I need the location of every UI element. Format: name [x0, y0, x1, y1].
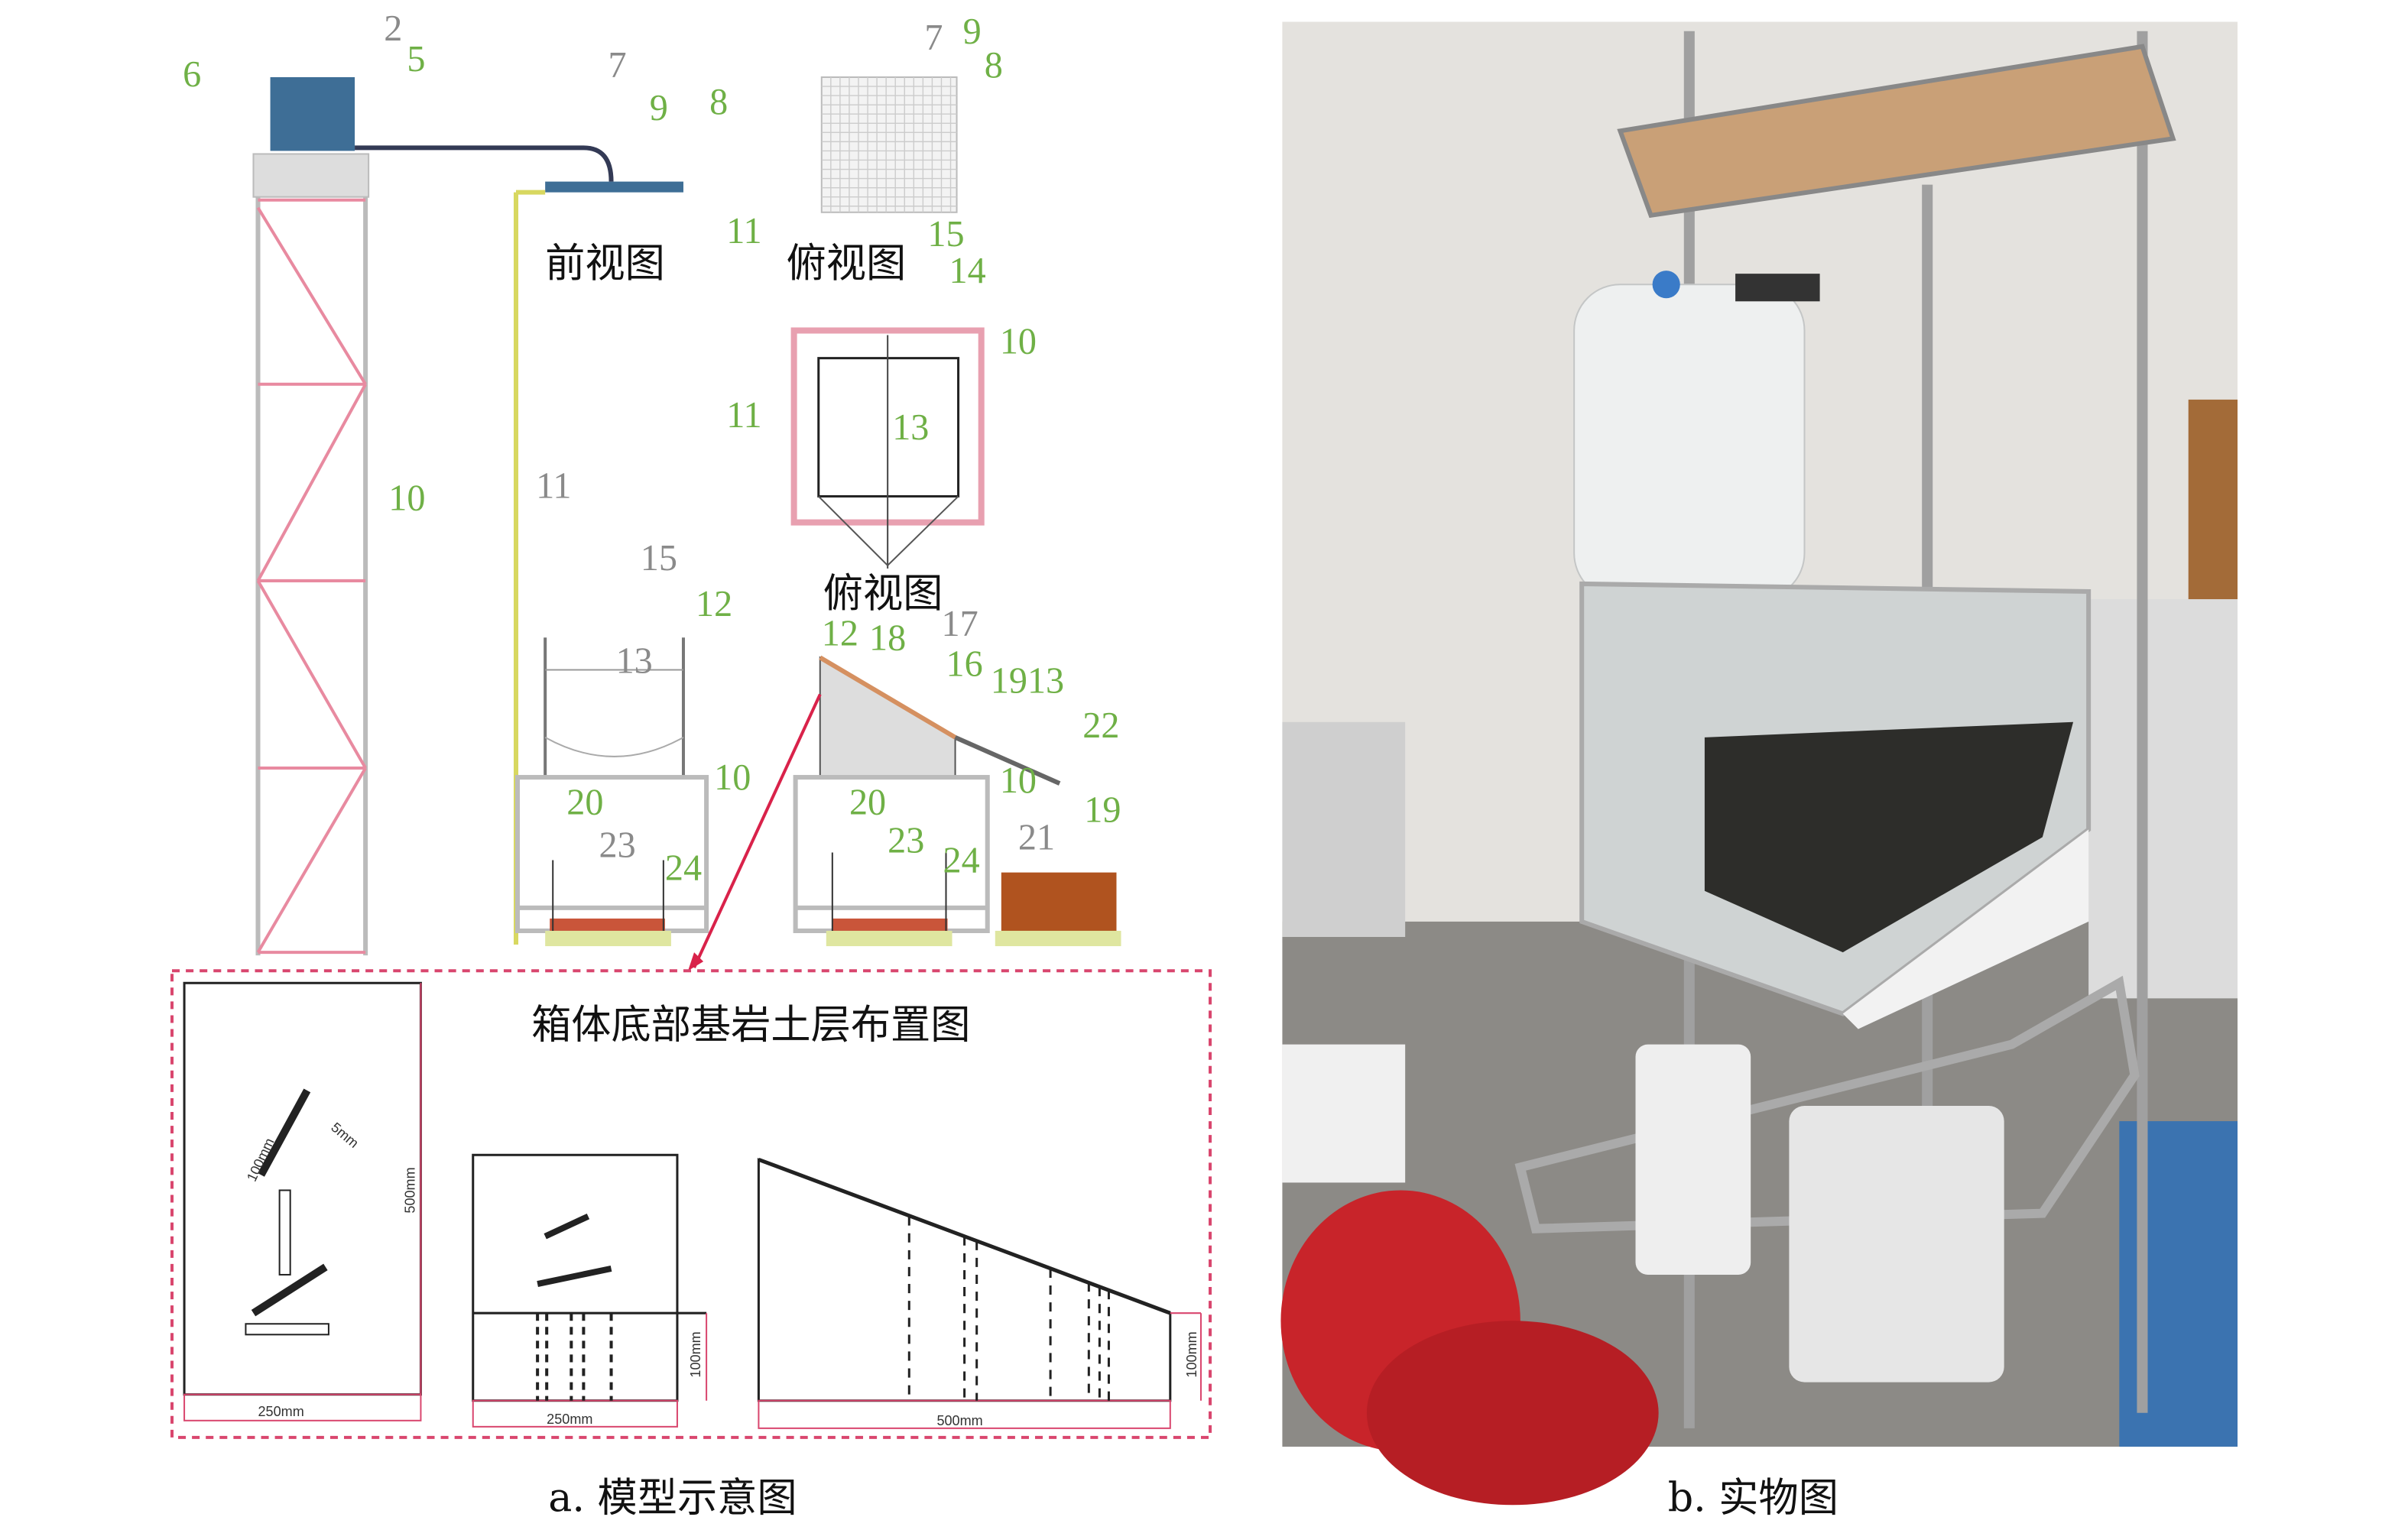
dimension-label: 100mm	[1184, 1331, 1199, 1377]
panel-b-caption: b. 实物图	[1668, 1475, 1838, 1521]
part-label: 22	[1082, 705, 1119, 746]
part-label: 8	[985, 45, 1003, 86]
part-label: 11	[726, 211, 761, 251]
part-label: 24	[665, 848, 702, 889]
part-label: 15	[927, 214, 964, 254]
part-label: 11	[726, 395, 761, 436]
part-label: 19	[1084, 789, 1121, 830]
part-label: 9	[650, 88, 668, 128]
part-label: 13	[892, 407, 929, 448]
part-label: 2	[384, 8, 402, 49]
part-label: 12	[696, 584, 732, 624]
part-label: 10	[388, 478, 425, 519]
part-label: 18	[869, 618, 906, 658]
top-view-label: 俯视图	[787, 241, 907, 287]
detail-arrow	[693, 693, 822, 969]
part-label: 10	[714, 757, 751, 798]
part-label: 1913	[991, 661, 1064, 702]
part-label: 7	[608, 45, 627, 86]
part-label: 5	[407, 39, 425, 79]
box-top-view	[790, 327, 985, 569]
part-label: 11	[536, 465, 571, 506]
test-box-front	[514, 637, 709, 947]
part-label: 7	[924, 18, 943, 58]
bottom-layout-title: 箱体底部基岩土层布置图	[531, 1003, 970, 1049]
part-label: 17	[941, 604, 978, 644]
panel-a-caption: a. 模型示意图	[548, 1475, 797, 1521]
panel-b-photo: b. 实物图	[1280, 21, 2238, 1521]
bottom-layout-panel: 箱体底部基岩土层布置图 250mm 500mm 100mm 5mm 250mm …	[170, 969, 1212, 1439]
part-label: 12	[822, 613, 858, 653]
part-label: 9	[963, 11, 982, 52]
sprinkler-grid-top-view	[820, 76, 958, 213]
part-label: 6	[183, 54, 201, 95]
dimension-label: 500mm	[402, 1167, 417, 1213]
part-label: 20	[566, 782, 603, 822]
sprinkler-head	[545, 181, 683, 193]
part-label: 16	[946, 643, 983, 684]
part-label: 23	[599, 825, 635, 866]
water-pipe	[355, 145, 614, 182]
dimension-label: 500mm	[936, 1413, 982, 1428]
part-label: 8	[709, 82, 728, 122]
part-label: 21	[1018, 817, 1055, 857]
water-tank	[270, 77, 355, 151]
front-view-label: 前视图	[545, 241, 665, 287]
dimension-label: 250mm	[547, 1412, 592, 1427]
part-label: 14	[949, 251, 986, 291]
panel-a-schematic: 6 2 5 7 9 8 11 7 9 8 15 14 10 11 13 10 1…	[170, 8, 1212, 1521]
part-label: 24	[943, 841, 979, 881]
part-label: 10	[1000, 760, 1037, 801]
part-number-labels: 6 2 5 7 9 8 11 7 9 8 15 14 10 11 13 10 1…	[183, 8, 1121, 889]
part-label: 10	[1000, 322, 1037, 362]
part-label: 23	[888, 821, 924, 861]
part-label: 15	[641, 538, 677, 579]
part-label: 20	[849, 782, 886, 822]
test-box-side	[793, 655, 1121, 947]
part-label: 13	[616, 640, 653, 681]
dimension-label: 100mm	[688, 1331, 703, 1377]
top-view-label: 俯视图	[823, 571, 943, 617]
support-tower	[252, 153, 370, 956]
dimension-label: 250mm	[258, 1404, 304, 1419]
